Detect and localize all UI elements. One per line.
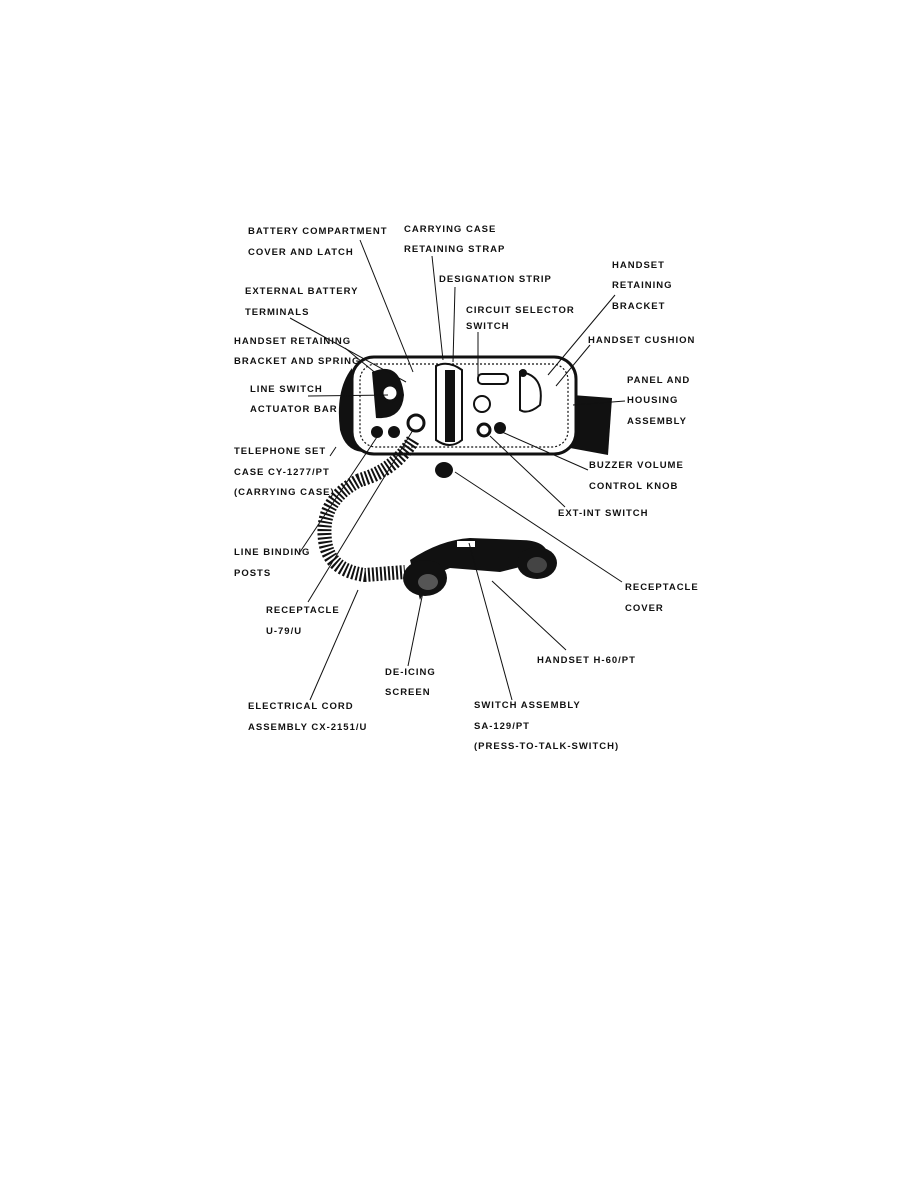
label-line: DE-ICING	[385, 667, 436, 678]
label-line: PANEL AND	[627, 375, 691, 386]
label-electrical-cord: ELECTRICAL CORD ASSEMBLY CX-2151/U	[248, 701, 367, 733]
label-line-binding-posts: LINE BINDING POSTS	[234, 547, 310, 579]
receptacle-cover	[435, 462, 453, 478]
label-ext-int-switch: EXT-INT SWITCH	[558, 508, 649, 519]
label-circuit-selector: CIRCUIT SELECTOR SWITCH	[466, 305, 575, 332]
label-line: RETAINING STRAP	[404, 244, 506, 255]
label-line: (PRESS-TO-TALK-SWITCH)	[474, 741, 620, 752]
ext-int-switch	[476, 422, 492, 438]
label-line: DESIGNATION STRIP	[439, 274, 552, 285]
label-de-icing-screen: DE-ICING SCREEN	[385, 667, 436, 698]
label-line: SWITCH	[466, 321, 510, 332]
label-designation-strip: DESIGNATION STRIP	[439, 274, 552, 285]
label-line: CARRYING CASE	[404, 224, 497, 235]
label-line: HOUSING	[627, 395, 679, 406]
label-line: LINE BINDING	[234, 547, 311, 558]
label-line: RECEPTACLE	[266, 605, 340, 616]
label-buzzer-volume: BUZZER VOLUME CONTROL KNOB	[589, 460, 684, 492]
handset-cushion	[519, 370, 542, 413]
label-line: RECEPTACLE	[625, 582, 699, 593]
receptacle-u79	[406, 413, 426, 433]
label-telephone-set-case: TELEPHONE SET CASE CY-1277/PT (CARRYING CA…	[234, 446, 335, 498]
label-line: ELECTRICAL CORD	[248, 701, 354, 712]
label-line: SWITCH ASSEMBLY	[474, 700, 581, 711]
label-line: SCREEN	[385, 687, 431, 698]
label-line: EXT-INT SWITCH	[558, 508, 649, 519]
label-line: ASSEMBLY	[627, 416, 687, 427]
label-line: SA-129/PT	[474, 721, 530, 732]
label-line: (CARRYING CASE)	[234, 487, 335, 498]
label-line: POSTS	[234, 568, 272, 579]
label-external-battery: EXTERNAL BATTERY TERMINALS	[245, 286, 358, 318]
label-switch-assembly: SWITCH ASSEMBLY SA-129/PT (PRESS-TO-TALK-S…	[474, 700, 619, 752]
label-line: CASE CY-1277/PT	[234, 467, 330, 478]
label-line: COVER	[625, 603, 664, 614]
label-handset-cushion: HANDSET CUSHION	[588, 335, 695, 346]
label-line: HANDSET RETAINING	[234, 336, 352, 347]
buzzer-volume-knob	[494, 422, 506, 434]
label-line: ASSEMBLY CX-2151/U	[248, 722, 368, 733]
designation-strip	[477, 373, 509, 385]
label-line: BUZZER VOLUME	[589, 460, 684, 471]
label-line: LINE SWITCH	[250, 384, 323, 395]
press-to-talk-switch	[457, 541, 475, 547]
label-receptacle-u79: RECEPTACLE U-79/U	[266, 605, 340, 637]
line-binding-post	[388, 426, 400, 438]
label-line: RETAINING	[612, 280, 673, 291]
label-line: CONTROL KNOB	[589, 481, 679, 492]
label-battery-compartment: BATTERY COMPARTMENT COVER AND LATCH	[248, 226, 388, 258]
label-line-switch: LINE SWITCH ACTUATOR BAR	[250, 384, 338, 415]
label-receptacle-cover: RECEPTACLE COVER	[625, 582, 699, 614]
label-handset-retaining-bracket: HANDSET RETAINING BRACKET	[612, 260, 673, 312]
carrying-strap	[570, 395, 612, 455]
label-line: HANDSET	[612, 260, 665, 271]
line-binding-post	[371, 426, 383, 438]
label-line: HANDSET CUSHION	[588, 335, 696, 346]
label-line: COVER AND LATCH	[248, 247, 354, 258]
label-line: TELEPHONE SET	[234, 446, 327, 457]
circuit-selector-switch	[473, 395, 491, 413]
label-line: BRACKET AND SPRING	[234, 356, 361, 367]
label-panel-housing: PANEL AND HOUSING ASSEMBLY	[627, 375, 690, 427]
label-line: HANDSET H-60/PT	[537, 655, 636, 666]
label-carrying-case-strap: CARRYING CASE RETAINING STRAP	[404, 224, 505, 255]
label-line: CIRCUIT SELECTOR	[466, 305, 575, 316]
label-line: ACTUATOR BAR	[250, 404, 338, 415]
label-line: TERMINALS	[245, 307, 310, 318]
label-line: BATTERY COMPARTMENT	[248, 226, 388, 237]
label-handset-h60: HANDSET H-60/PT	[537, 655, 636, 666]
label-bracket-and-spring: HANDSET RETAINING BRACKET AND SPRING	[234, 336, 360, 367]
label-line: BRACKET	[612, 301, 666, 312]
label-line: EXTERNAL BATTERY	[245, 286, 359, 297]
leader-lines	[289, 239, 626, 701]
handset	[410, 538, 549, 600]
electrical-cord	[317, 436, 420, 583]
label-line: U-79/U	[266, 626, 303, 637]
